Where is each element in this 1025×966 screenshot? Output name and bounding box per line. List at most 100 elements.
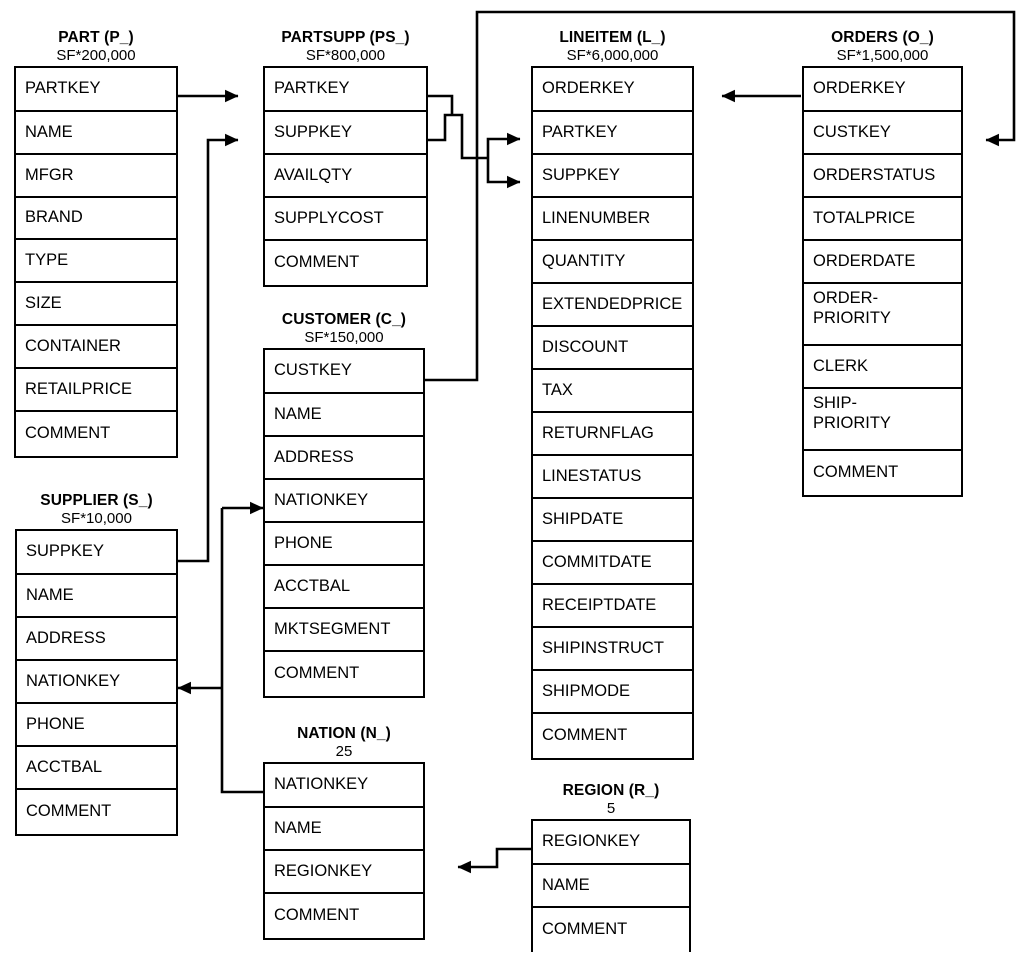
- field-orders-shippriority[interactable]: SHIP- PRIORITY: [804, 389, 961, 451]
- field-part-container[interactable]: CONTAINER: [16, 326, 176, 369]
- field-orders-clerk[interactable]: CLERK: [804, 346, 961, 389]
- table-partsupp[interactable]: PARTSUPP (PS_) SF*800,000 PARTKEY SUPPKE…: [263, 28, 428, 287]
- wire-partsupp-bus-trunk: [452, 113, 488, 160]
- wire-supplier-suppkey-to-partsupp-suppkey: [177, 133, 239, 563]
- table-lineitem-box: ORDERKEY PARTKEY SUPPKEY LINENUMBER QUAN…: [531, 66, 694, 760]
- field-orders-custkey[interactable]: CUSTKEY: [804, 112, 961, 155]
- field-supplier-name[interactable]: NAME: [17, 575, 176, 618]
- field-customer-nationkey[interactable]: NATIONKEY: [265, 480, 423, 523]
- table-nation[interactable]: NATION (N_) 25 NATIONKEY NAME REGIONKEY …: [263, 724, 425, 940]
- field-supplier-nationkey[interactable]: NATIONKEY: [17, 661, 176, 704]
- table-partsupp-box: PARTKEY SUPPKEY AVAILQTY SUPPLYCOST COMM…: [263, 66, 428, 287]
- field-customer-comment[interactable]: COMMENT: [265, 652, 423, 696]
- field-customer-phone[interactable]: PHONE: [265, 523, 423, 566]
- field-supplier-suppkey[interactable]: SUPPKEY: [17, 531, 176, 575]
- field-part-type[interactable]: TYPE: [16, 240, 176, 283]
- table-partsupp-title: PARTSUPP (PS_): [281, 29, 410, 46]
- field-nation-nationkey[interactable]: NATIONKEY: [265, 764, 423, 808]
- field-partsupp-comment[interactable]: COMMENT: [265, 241, 426, 285]
- field-supplier-acctbal[interactable]: ACCTBAL: [17, 747, 176, 790]
- table-orders-count: SF*1,500,000: [836, 47, 929, 64]
- table-region[interactable]: REGION (R_) 5 REGIONKEY NAME COMMENT: [531, 781, 691, 952]
- table-supplier-count: SF*10,000: [61, 510, 132, 527]
- field-region-comment[interactable]: COMMENT: [533, 908, 689, 952]
- field-lineitem-commitdate[interactable]: COMMITDATE: [533, 542, 692, 585]
- wire-partsupp-to-lineitem-partkey: [486, 132, 521, 158]
- field-customer-mktsegment[interactable]: MKTSEGMENT: [265, 609, 423, 652]
- table-customer[interactable]: CUSTOMER (C_) SF*150,000 CUSTKEY NAME AD…: [263, 310, 425, 698]
- field-nation-name[interactable]: NAME: [265, 808, 423, 851]
- field-lineitem-comment[interactable]: COMMENT: [533, 714, 692, 758]
- field-orders-shippriority-line1: SHIP-: [813, 394, 858, 412]
- field-customer-custkey[interactable]: CUSTKEY: [265, 350, 423, 394]
- field-supplier-comment[interactable]: COMMENT: [17, 790, 176, 834]
- field-customer-name[interactable]: NAME: [265, 394, 423, 437]
- field-lineitem-linestatus[interactable]: LINESTATUS: [533, 456, 692, 499]
- field-lineitem-partkey[interactable]: PARTKEY: [533, 112, 692, 155]
- field-part-brand[interactable]: BRAND: [16, 198, 176, 240]
- field-lineitem-orderkey[interactable]: ORDERKEY: [533, 68, 692, 112]
- field-lineitem-shipmode[interactable]: SHIPMODE: [533, 671, 692, 714]
- field-part-comment[interactable]: COMMENT: [16, 412, 176, 456]
- field-lineitem-linenumber[interactable]: LINENUMBER: [533, 198, 692, 241]
- field-nation-comment[interactable]: COMMENT: [265, 894, 423, 938]
- field-orders-orderdate[interactable]: ORDERDATE: [804, 241, 961, 284]
- field-lineitem-shipinstruct[interactable]: SHIPINSTRUCT: [533, 628, 692, 671]
- table-customer-box: CUSTKEY NAME ADDRESS NATIONKEY PHONE ACC…: [263, 348, 425, 698]
- field-lineitem-tax[interactable]: TAX: [533, 370, 692, 413]
- field-nation-regionkey[interactable]: REGIONKEY: [265, 851, 423, 894]
- field-customer-acctbal[interactable]: ACCTBAL: [265, 566, 423, 609]
- field-part-partkey[interactable]: PARTKEY: [16, 68, 176, 112]
- table-customer-count: SF*150,000: [304, 329, 384, 346]
- field-partsupp-availqty[interactable]: AVAILQTY: [265, 155, 426, 198]
- wire-partsupp-suppkey-bus: [427, 113, 452, 142]
- field-customer-address[interactable]: ADDRESS: [265, 437, 423, 480]
- field-lineitem-discount[interactable]: DISCOUNT: [533, 327, 692, 370]
- field-orders-orderstatus[interactable]: ORDERSTATUS: [804, 155, 961, 198]
- wire-nation-nationkey-trunk: [220, 508, 263, 794]
- field-lineitem-shipdate[interactable]: SHIPDATE: [533, 499, 692, 542]
- field-part-mfgr[interactable]: MFGR: [16, 155, 176, 198]
- field-orders-totalprice[interactable]: TOTALPRICE: [804, 198, 961, 241]
- field-part-retailprice[interactable]: RETAILPRICE: [16, 369, 176, 412]
- field-partsupp-supplycost[interactable]: SUPPLYCOST: [265, 198, 426, 241]
- field-region-regionkey[interactable]: REGIONKEY: [533, 821, 689, 865]
- table-region-count: 5: [606, 800, 616, 817]
- table-orders[interactable]: ORDERS (O_) SF*1,500,000 ORDERKEY CUSTKE…: [802, 28, 963, 497]
- table-supplier-box: SUPPKEY NAME ADDRESS NATIONKEY PHONE ACC…: [15, 529, 178, 836]
- table-region-box: REGIONKEY NAME COMMENT: [531, 819, 691, 952]
- field-lineitem-quantity[interactable]: QUANTITY: [533, 241, 692, 284]
- table-lineitem[interactable]: LINEITEM (L_) SF*6,000,000 ORDERKEY PART…: [531, 28, 694, 760]
- table-lineitem-title: LINEITEM (L_): [559, 29, 666, 46]
- field-orders-orderpriority-line1: ORDER-: [813, 289, 879, 307]
- field-supplier-address[interactable]: ADDRESS: [17, 618, 176, 661]
- field-partsupp-partkey[interactable]: PARTKEY: [265, 68, 426, 112]
- field-lineitem-returnflag[interactable]: RETURNFLAG: [533, 413, 692, 456]
- table-supplier-title: SUPPLIER (S_): [40, 492, 153, 509]
- wire-partsupp-to-lineitem-suppkey: [486, 158, 521, 189]
- table-supplier[interactable]: SUPPLIER (S_) SF*10,000 SUPPKEY NAME ADD…: [15, 491, 178, 836]
- field-region-name[interactable]: NAME: [533, 865, 689, 908]
- table-orders-box: ORDERKEY CUSTKEY ORDERSTATUS TOTALPRICE …: [802, 66, 963, 497]
- table-part[interactable]: PART (P_) SF*200,000 PARTKEY NAME MFGR B…: [14, 28, 178, 458]
- field-supplier-phone[interactable]: PHONE: [17, 704, 176, 747]
- wire-region-regionkey-to-nation-regionkey: [457, 847, 532, 874]
- field-part-name[interactable]: NAME: [16, 112, 176, 155]
- field-lineitem-receiptdate[interactable]: RECEIPTDATE: [533, 585, 692, 628]
- field-orders-shippriority-line2: PRIORITY: [813, 414, 891, 433]
- table-part-box: PARTKEY NAME MFGR BRAND TYPE SIZE CONTAI…: [14, 66, 178, 458]
- table-nation-count: 25: [335, 743, 353, 760]
- field-orders-orderpriority[interactable]: ORDER- PRIORITY: [804, 284, 961, 346]
- table-customer-title: CUSTOMER (C_): [281, 311, 407, 328]
- field-part-size[interactable]: SIZE: [16, 283, 176, 326]
- field-lineitem-suppkey[interactable]: SUPPKEY: [533, 155, 692, 198]
- field-partsupp-suppkey[interactable]: SUPPKEY: [265, 112, 426, 155]
- table-nation-box: NATIONKEY NAME REGIONKEY COMMENT: [263, 762, 425, 940]
- table-region-title: REGION (R_): [562, 782, 660, 799]
- field-orders-comment[interactable]: COMMENT: [804, 451, 961, 495]
- field-orders-orderkey[interactable]: ORDERKEY: [804, 68, 961, 112]
- field-lineitem-extendedprice[interactable]: EXTENDEDPRICE: [533, 284, 692, 327]
- wire-partsupp-partkey-bus: [427, 94, 454, 115]
- field-orders-orderpriority-line2: PRIORITY: [813, 309, 891, 328]
